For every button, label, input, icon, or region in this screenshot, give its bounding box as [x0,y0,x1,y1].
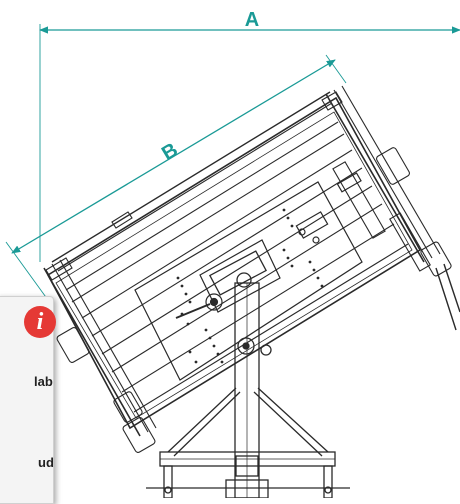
dimension-b-label: B [158,139,182,165]
support-column [209,250,272,498]
tripod-base [146,387,350,498]
info-icon[interactable]: i [24,306,56,338]
dimension-a-label: A [245,9,259,31]
info-panel-text-1: lab [34,374,53,389]
info-panel-text-2: ud [38,455,54,470]
mounting-plate [134,172,363,381]
tilted-frame [43,85,460,453]
